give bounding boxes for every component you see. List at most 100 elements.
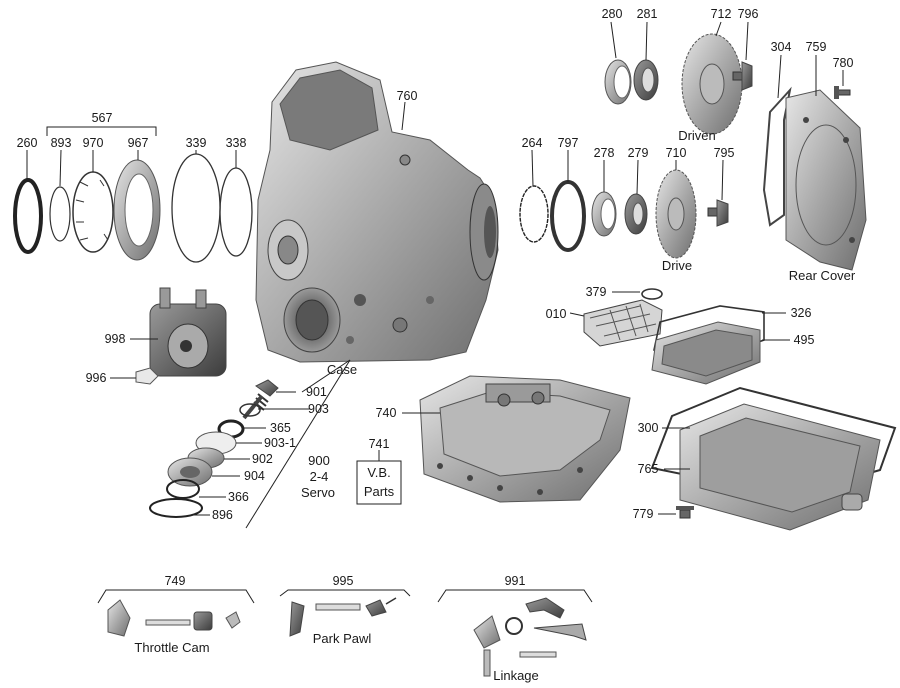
label-304: 304 <box>771 40 792 54</box>
label-779: 779 <box>633 507 654 521</box>
label-896: 896 <box>212 508 233 522</box>
part-967-seal[interactable] <box>113 159 161 261</box>
label-967: 967 <box>128 136 149 150</box>
part-998-cooler[interactable] <box>149 287 227 377</box>
caption-throttle-cam: Throttle Cam <box>134 640 209 655</box>
label-260: 260 <box>17 136 38 150</box>
label-991: 991 <box>505 574 526 588</box>
label-759: 759 <box>806 40 827 54</box>
label-901: 901 <box>306 385 327 399</box>
label-765: 765 <box>638 462 659 476</box>
part-970-snap-spring[interactable] <box>72 171 114 253</box>
transmission-case[interactable] <box>255 61 499 363</box>
label-495: 495 <box>794 333 815 347</box>
part-759-rear-cover[interactable] <box>785 89 867 271</box>
label-264: 264 <box>522 136 543 150</box>
label-366: 366 <box>228 490 249 504</box>
label-365: 365 <box>270 421 291 435</box>
label-338: 338 <box>226 136 247 150</box>
part-712-driven-sprocket[interactable] <box>681 33 743 135</box>
part-795-bolt[interactable] <box>707 199 729 227</box>
vb-parts-box[interactable]: V.B. Parts <box>356 460 402 505</box>
part-278-bearing-race[interactable] <box>591 191 617 237</box>
part-904-cover[interactable] <box>167 457 213 487</box>
label-710: 710 <box>666 146 687 160</box>
label-326: 326 <box>791 306 812 320</box>
label-300: 300 <box>638 421 659 435</box>
part-740-valve-body[interactable] <box>419 375 631 503</box>
label-797: 797 <box>558 136 579 150</box>
part-300-gasket[interactable] <box>650 386 897 498</box>
part-379-seal[interactable] <box>641 288 663 300</box>
part-281-bearing[interactable] <box>633 59 659 101</box>
part-780-bolt[interactable] <box>834 86 851 99</box>
part-797-washer[interactable] <box>550 180 586 252</box>
driven-gear-group: 280 281 712 796 Driven <box>602 7 759 143</box>
part-710-drive-sprocket[interactable] <box>655 169 697 259</box>
caption-drive: Drive <box>662 258 692 273</box>
label-567: 567 <box>92 111 113 125</box>
part-903-seal[interactable] <box>239 403 261 417</box>
label-379: 379 <box>586 285 607 299</box>
part-280-bearing-race[interactable] <box>604 59 632 105</box>
kit-995-park-pawl[interactable]: 995 Park Pawl <box>279 574 411 646</box>
label-339: 339 <box>186 136 207 150</box>
servo-assembly: 901 903 365 903-1 902 904 366 896 900 2-… <box>149 359 351 529</box>
caption-servo-type: 2-4 <box>310 469 329 484</box>
part-765-oil-pan[interactable] <box>679 403 881 531</box>
part-495-cover[interactable] <box>651 321 761 385</box>
label-281: 281 <box>637 7 658 21</box>
part-279-bearing[interactable] <box>624 193 648 235</box>
label-279: 279 <box>628 146 649 160</box>
caption-case: Case <box>327 362 357 377</box>
part-264-snap-ring[interactable] <box>519 185 549 243</box>
label-996: 996 <box>86 371 107 385</box>
rear-cover-group: 304 759 780 Rear Cover <box>762 40 867 283</box>
caption-vb-line2: Parts <box>364 484 395 499</box>
label-902: 902 <box>252 452 273 466</box>
part-339-ring[interactable] <box>171 153 221 263</box>
part-010-filter[interactable] <box>583 299 663 347</box>
seal-kit-567: 567 260 893 970 967 <box>13 111 161 261</box>
label-741: 741 <box>369 437 390 451</box>
part-779-bolt[interactable] <box>676 506 694 519</box>
caption-rear-cover: Rear Cover <box>789 268 856 283</box>
caption-servo: Servo <box>301 485 335 500</box>
caption-linkage: Linkage <box>493 668 539 683</box>
part-304-gasket[interactable] <box>762 86 792 227</box>
caption-driven: Driven <box>678 128 716 143</box>
label-010: 010 <box>546 307 567 321</box>
label-893: 893 <box>51 136 72 150</box>
label-796: 796 <box>738 7 759 21</box>
label-904: 904 <box>244 469 265 483</box>
part-338-ring[interactable] <box>219 167 253 257</box>
part-996-fitting[interactable] <box>135 367 159 385</box>
part-366-ring[interactable] <box>166 479 200 499</box>
label-995: 995 <box>333 574 354 588</box>
label-970: 970 <box>83 136 104 150</box>
label-903-1: 903-1 <box>264 436 296 450</box>
label-740: 740 <box>376 406 397 420</box>
label-780: 780 <box>833 56 854 70</box>
part-901-pin-spring[interactable] <box>242 379 279 420</box>
label-903: 903 <box>308 402 329 416</box>
part-893-ring[interactable] <box>49 186 71 242</box>
caption-park-pawl: Park Pawl <box>313 631 372 646</box>
label-278: 278 <box>594 146 615 160</box>
label-998: 998 <box>105 332 126 346</box>
drive-gear-group: 264 797 278 279 710 795 Drive <box>519 136 735 273</box>
part-896-snap-ring[interactable] <box>149 498 203 518</box>
label-280: 280 <box>602 7 623 21</box>
kit-749-throttle-cam[interactable]: 749 Throttle Cam <box>97 574 255 655</box>
label-749: 749 <box>165 574 186 588</box>
label-760: 760 <box>397 89 418 103</box>
part-260-ring[interactable] <box>13 178 43 254</box>
label-712: 712 <box>711 7 732 21</box>
caption-vb-line1: V.B. <box>367 465 390 480</box>
label-795: 795 <box>714 146 735 160</box>
kit-991-linkage[interactable]: 991 Linkage <box>437 574 593 683</box>
label-900: 900 <box>308 453 330 468</box>
part-796-bolt[interactable] <box>732 61 753 91</box>
